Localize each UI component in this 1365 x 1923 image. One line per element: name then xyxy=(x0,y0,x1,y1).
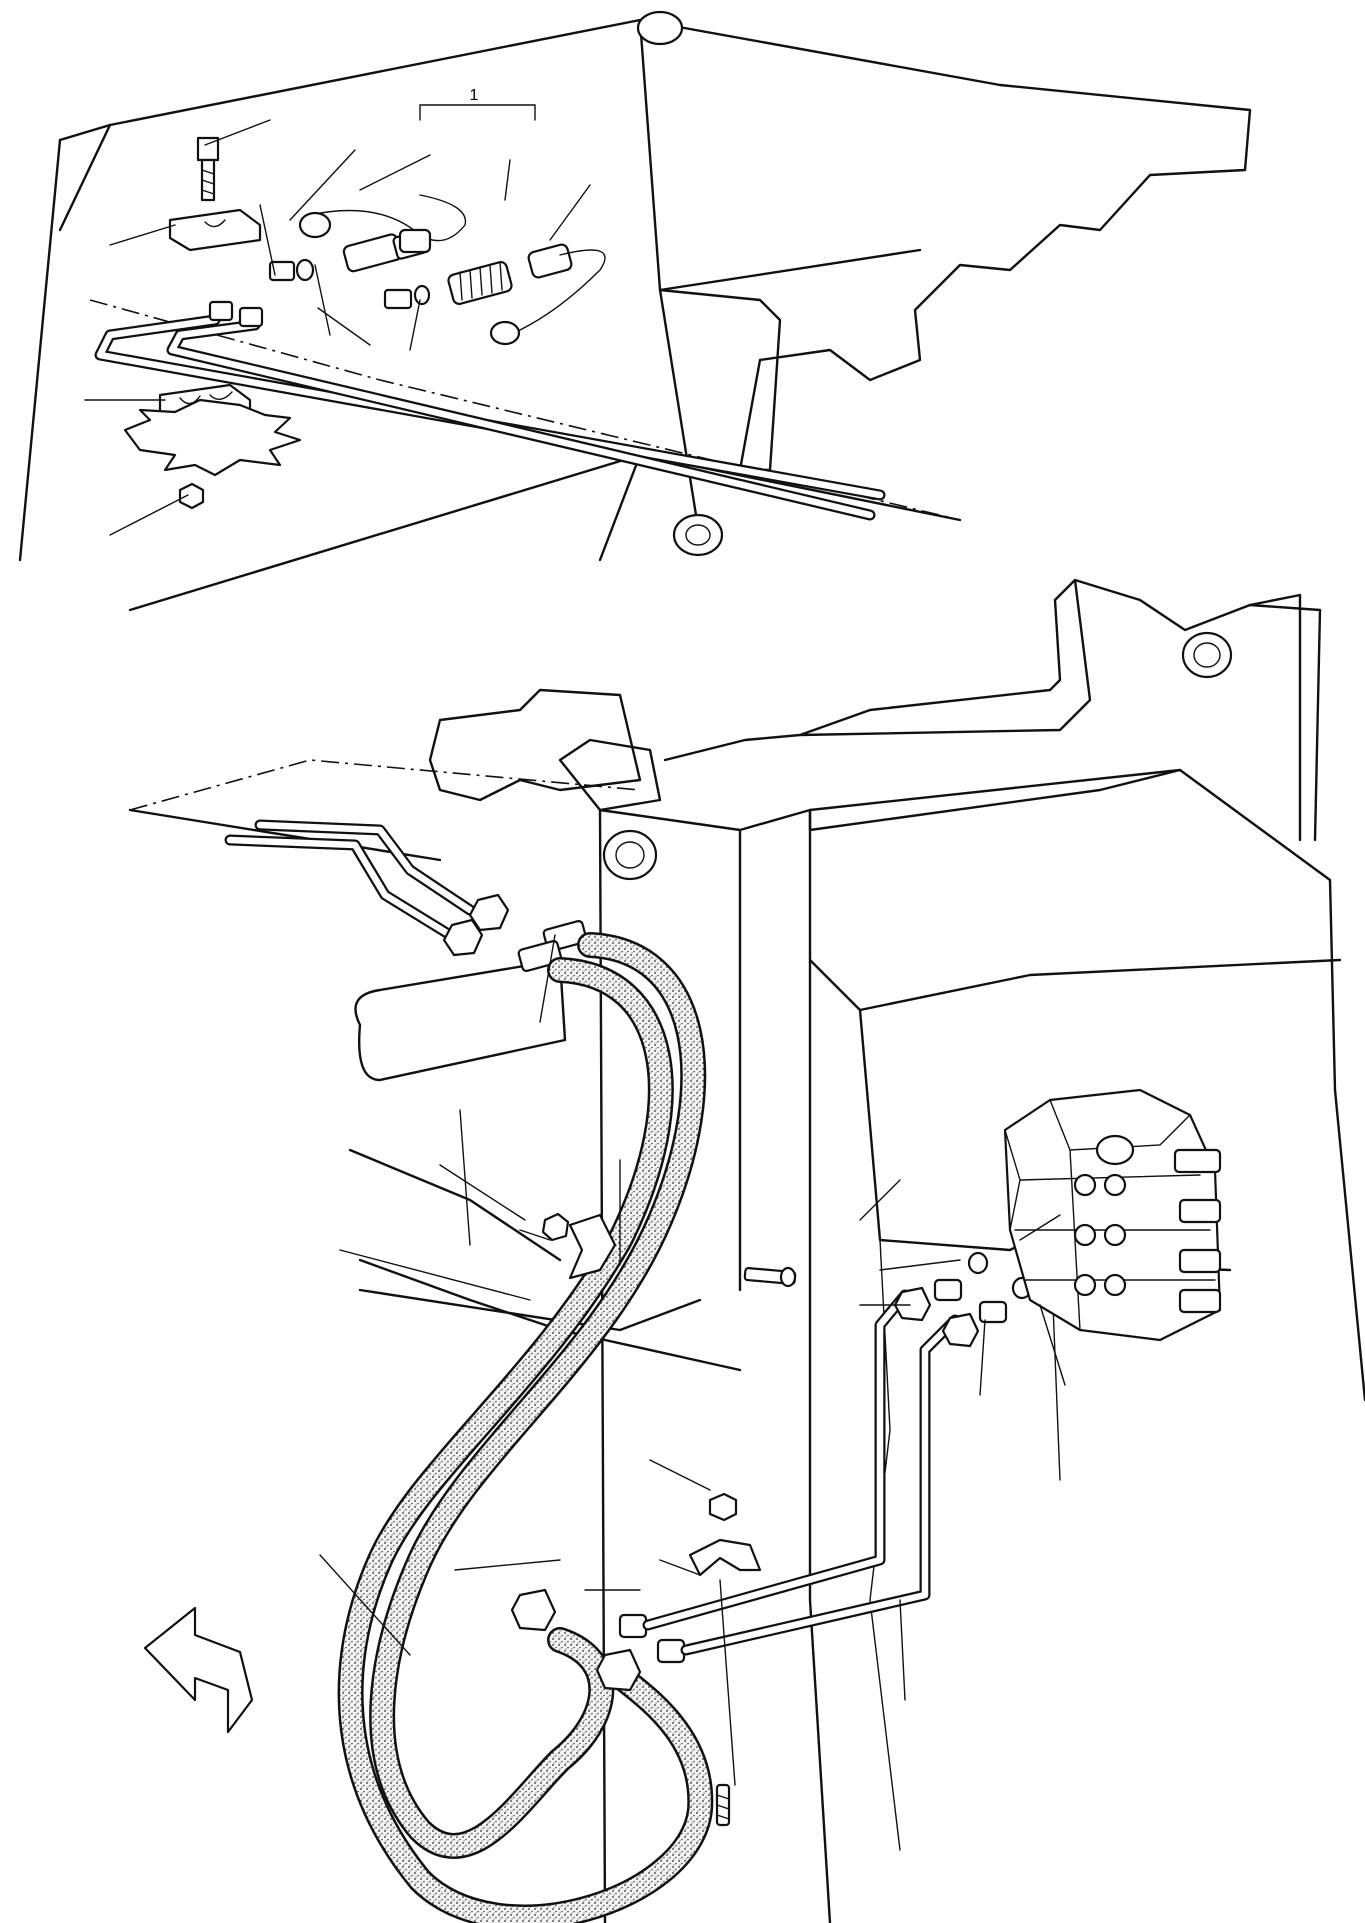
nut-lower xyxy=(708,1492,738,1522)
valve-adapter-2 xyxy=(978,1300,1008,1324)
callout-bracket xyxy=(419,104,536,121)
control-valve-block xyxy=(1003,1088,1222,1342)
pivot-boss-lower xyxy=(672,513,724,557)
leader-lines-top xyxy=(84,119,591,536)
adapter-2 xyxy=(656,1638,686,1664)
adapter-1 xyxy=(618,1613,648,1639)
tube-nut-1 xyxy=(468,893,510,932)
callout-label-1: 1 xyxy=(470,87,479,104)
pivot-boss-top xyxy=(636,10,684,46)
steel-tubes-valve xyxy=(642,1289,961,1656)
hose-clamp-mid xyxy=(568,1213,617,1280)
hose-end-nut-2 xyxy=(595,1648,642,1692)
bolt-lower xyxy=(715,1783,731,1827)
nut-mid xyxy=(541,1212,570,1242)
clamp-block-upper xyxy=(168,208,262,252)
steel-tubes-main xyxy=(224,819,476,941)
steel-tubes-top xyxy=(94,314,886,521)
adapter-fittings-top xyxy=(208,258,431,328)
nut-top xyxy=(178,482,205,510)
o-ring-1 xyxy=(967,1251,989,1275)
boom-arm xyxy=(663,578,1322,842)
main-frame-upright xyxy=(598,768,1365,1923)
tube-nut-2 xyxy=(442,918,484,957)
main-assembly-view xyxy=(128,578,1365,1923)
direction-arrow-icon xyxy=(143,1606,254,1734)
hose-clamp-lower xyxy=(688,1538,762,1577)
leader-lines-main xyxy=(319,934,1066,1786)
valve-adapter-1 xyxy=(933,1278,963,1302)
pivot-boss-frame xyxy=(602,829,658,881)
hose-end-nut-1 xyxy=(510,1588,557,1632)
lift-cylinder xyxy=(354,958,567,1082)
dust-cap-cable xyxy=(298,194,606,346)
hydraulic-hoses xyxy=(337,932,714,1923)
bolt-top xyxy=(196,136,220,202)
tube-nut-4 xyxy=(941,1312,980,1348)
section-line-main xyxy=(129,759,641,811)
top-detail-view: 1 xyxy=(18,10,1252,612)
bolt-mid xyxy=(743,1266,797,1288)
pivot-boss-arm xyxy=(1181,631,1233,679)
quick-coupler-female-1 xyxy=(447,243,573,306)
mounting-plate xyxy=(123,398,302,477)
